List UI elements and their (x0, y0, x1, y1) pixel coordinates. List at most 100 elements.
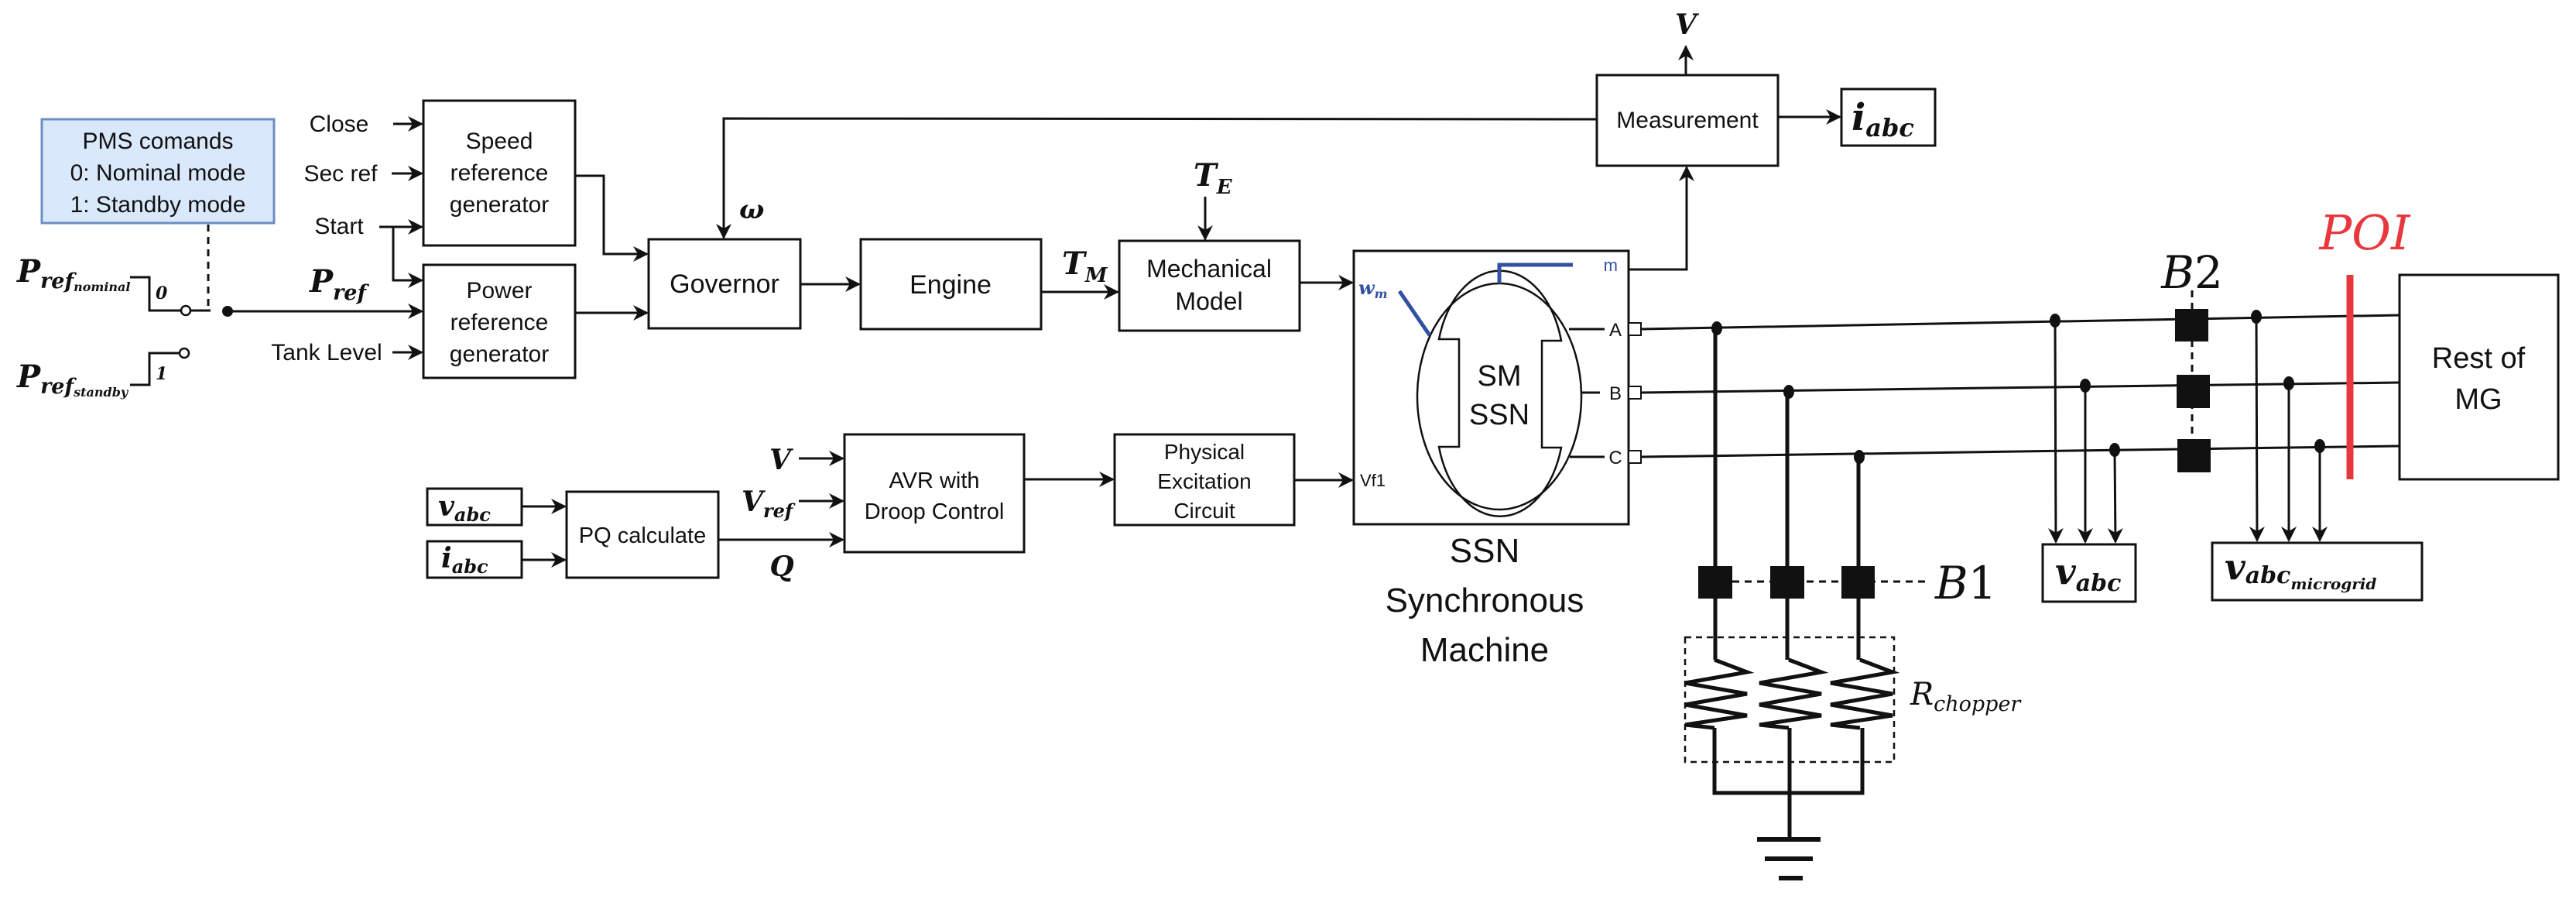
pref-label: Pref (309, 263, 369, 305)
phase-a-port (1628, 322, 1642, 336)
phase-b-line (1640, 381, 2400, 394)
vabc-microgrid-measurement: vabcmicrogrid (2211, 310, 2424, 602)
rest-of-microgrid-block: Rest of MG (2398, 273, 2560, 481)
phase-c-line (1640, 444, 2400, 458)
power-ref-line1: Power (466, 278, 532, 304)
breaker-b2-c[interactable] (2177, 439, 2211, 472)
mechanical-model-block: Mechanical Model (1118, 239, 1301, 332)
breaker-b2-b[interactable] (2177, 375, 2210, 408)
mg-drop-a (2249, 316, 2265, 542)
pref-nominal-wire (130, 276, 181, 312)
chopper-branch: B1 Rchopper (1684, 321, 2022, 880)
machine-caption-line1: SSN (1450, 532, 1519, 570)
power-ref-line2: reference (450, 310, 549, 335)
machine-inner-ssn: SSN (1469, 399, 1530, 431)
phase-c-port (1628, 450, 1642, 464)
pq-calculate-label: PQ calculate (579, 523, 706, 548)
phase-b-port (1628, 386, 1642, 400)
switch-pos-1: 1 (156, 364, 167, 384)
pref-standby-wire (130, 352, 180, 386)
wm-port-label: wm (1358, 276, 1388, 301)
machine-caption-line3: Machine (1420, 631, 1549, 669)
phase-b-label: B (1609, 383, 1622, 404)
resistor-b (1759, 657, 1829, 730)
resistor-a (1684, 657, 1755, 730)
vabc-input-box: vabc (426, 487, 523, 527)
phase-a-line (1640, 314, 2400, 331)
pq-calculate-block: PQ calculate (565, 490, 720, 579)
engine-block: Engine (859, 238, 1043, 331)
rest-mg-line2: MG (2454, 383, 2502, 416)
breaker-b1-b[interactable] (1770, 566, 1804, 599)
rchopper-label: Rchopper (1910, 677, 2022, 716)
excitation-line2: Excitation (1157, 469, 1251, 493)
machine-inner-sm: SM (1478, 360, 1522, 393)
pms-standby-mode: 1: Standby mode (70, 192, 246, 218)
resistor-c (1830, 657, 1900, 730)
v-input-label: V (769, 444, 793, 476)
input-sec-ref-label: Sec ref (303, 161, 378, 187)
te-label: TE (1194, 157, 1233, 199)
excitation-line1: Physical (1164, 440, 1245, 464)
m-port-line (1497, 263, 1573, 283)
rotor-shape (1437, 269, 1563, 517)
breaker-b1-c[interactable] (1841, 566, 1875, 599)
speed-ref-to-governor-wire (575, 174, 649, 262)
measurement-block: Measurement (1595, 74, 1780, 167)
speed-ref-line3: generator (450, 192, 549, 218)
governor-label: Governor (670, 269, 779, 299)
omega-label: ω (739, 194, 764, 225)
b2-label: B2 (2160, 246, 2223, 299)
engine-label: Engine (909, 270, 992, 300)
switch-contact-1 (178, 347, 190, 359)
iabc-output-label: iabc (1852, 96, 1914, 142)
vabc-drop-a (2047, 320, 2064, 544)
pref-nominal-label: Prefnominal (16, 253, 131, 294)
pref-standby-label: Prefstandby (16, 359, 129, 400)
speed-ref-line2: reference (450, 160, 549, 186)
avr-line2: Droop Control (865, 499, 1005, 524)
start-arrow-power (392, 227, 423, 288)
input-start-label: Start (314, 214, 364, 239)
speed-feedback-wire (716, 117, 1598, 239)
poi-label: POI (2318, 204, 2411, 261)
mechanical-line1: Mechanical (1146, 255, 1272, 283)
vf1-port-label: Vf1 (1360, 471, 1386, 490)
vabc-measurement: vabc (2041, 314, 2137, 603)
q-label: Q (769, 551, 793, 583)
input-tank-level-label: Tank Level (271, 340, 382, 365)
switch-pos-0: 0 (156, 283, 168, 304)
breaker-b1-a[interactable] (1698, 566, 1732, 599)
speed-reference-generator-block: Speed reference generator (422, 99, 577, 247)
power-ref-line3: generator (450, 341, 549, 367)
phase-c-label: C (1608, 448, 1622, 468)
speed-ref-line1: Speed (466, 129, 533, 154)
rest-mg-line1: Rest of (2432, 342, 2526, 375)
input-close-label: Close (310, 112, 369, 137)
iabc-input-box: iabc (426, 540, 523, 579)
breaker-b2-a[interactable] (2175, 309, 2208, 341)
pms-nominal-mode: 0: Nominal mode (70, 160, 246, 186)
v-output-label: V (1675, 9, 1699, 41)
synchronous-machine-block: SM SSN wm m Vf1 A B C (1352, 249, 1642, 526)
b1-label: B1 (1934, 557, 1997, 609)
pms-commands-box: PMS comands 0: Nominal mode 1: Standby m… (40, 118, 276, 225)
switch-contact-0 (180, 304, 192, 317)
breaker-b2: B2 (2160, 246, 2223, 472)
mode-switch: Prefnominal 0 Prefstandby 1 (16, 253, 233, 400)
iabc-input-label: iabc (441, 542, 488, 578)
vref-label: Vref (742, 486, 796, 522)
excitation-circuit-block: Physical Excitation Circuit (1113, 433, 1296, 527)
vabc-microgrid-label: vabcmicrogrid (2225, 546, 2376, 593)
pms-title: PMS comands (82, 129, 233, 154)
vabc-input-label: vabc (438, 490, 491, 526)
measurement-label: Measurement (1616, 108, 1759, 133)
governor-block: Governor (647, 238, 802, 330)
avr-droop-block: AVR with Droop Control (843, 433, 1026, 554)
machine-to-measurement-wire (1629, 166, 1694, 271)
excitation-line3: Circuit (1173, 499, 1235, 523)
m-port-label: m (1604, 256, 1618, 275)
iabc-measurement-output: iabc (1840, 88, 1937, 147)
phase-a-label: A (1609, 320, 1622, 341)
